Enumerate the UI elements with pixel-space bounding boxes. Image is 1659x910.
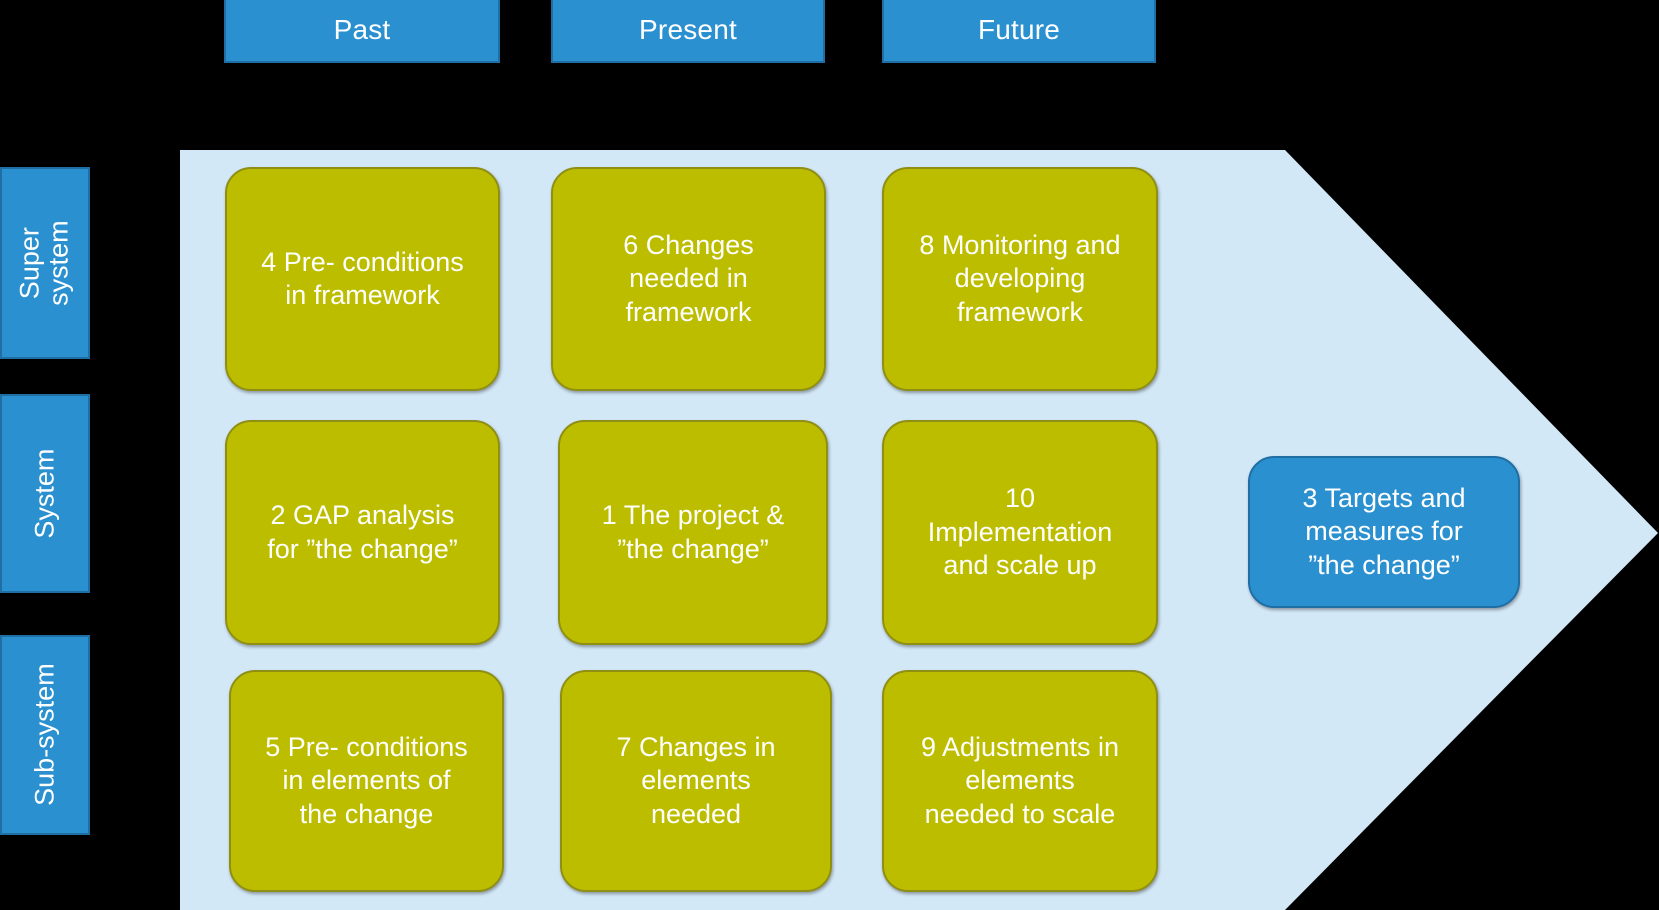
level-label-sub-system-text: Sub-system xyxy=(29,663,60,807)
timeline-header-past-label: Past xyxy=(333,14,391,45)
step-card-9[interactable]: 9 Adjustments in elements needed to scal… xyxy=(882,670,1158,892)
level-label-sub-system[interactable]: Sub-system xyxy=(0,635,90,835)
timeline-header-present[interactable]: Present xyxy=(551,0,825,63)
step-card-4-text: 4 Pre- conditions in framework xyxy=(261,246,464,310)
timeline-header-past[interactable]: Past xyxy=(224,0,500,63)
timeline-header-future[interactable]: Future xyxy=(882,0,1156,63)
step-card-1-text: 1 The project & ”the change” xyxy=(601,500,785,564)
step-card-2[interactable]: 2 GAP analysis for ”the change” xyxy=(225,420,500,645)
step-card-6-text: 6 Changes needed in framework xyxy=(623,229,754,327)
step-card-9-text: 9 Adjustments in elements needed to scal… xyxy=(920,731,1120,829)
step-card-7-text: 7 Changes in elements needed xyxy=(616,731,776,829)
level-label-system-text: System xyxy=(29,448,60,539)
timeline-header-present-label: Present xyxy=(639,14,737,45)
step-card-3-text: 3 Targets and measures for ”the change” xyxy=(1302,482,1466,580)
level-label-system[interactable]: System xyxy=(0,394,90,593)
step-card-4[interactable]: 4 Pre- conditions in framework xyxy=(225,167,500,391)
step-card-10-text: 10 Implementation and scale up xyxy=(927,483,1113,581)
step-card-5-text: 5 Pre- conditions in elements of the cha… xyxy=(265,731,468,829)
level-label-super-system[interactable]: Super system xyxy=(0,167,90,359)
step-card-8-text: 8 Monitoring and developing framework xyxy=(919,229,1121,327)
step-card-1[interactable]: 1 The project & ”the change” xyxy=(558,420,828,645)
step-card-6[interactable]: 6 Changes needed in framework xyxy=(551,167,826,391)
step-card-7[interactable]: 7 Changes in elements needed xyxy=(560,670,832,892)
step-card-5[interactable]: 5 Pre- conditions in elements of the cha… xyxy=(229,670,504,892)
step-card-2-text: 2 GAP analysis for ”the change” xyxy=(267,500,458,564)
step-card-3-targets[interactable]: 3 Targets and measures for ”the change” xyxy=(1248,456,1520,608)
timeline-header-future-label: Future xyxy=(977,14,1061,45)
step-card-8[interactable]: 8 Monitoring and developing framework xyxy=(882,167,1158,391)
level-label-super-system-text: Super system xyxy=(14,220,74,306)
step-card-10[interactable]: 10 Implementation and scale up xyxy=(882,420,1158,645)
